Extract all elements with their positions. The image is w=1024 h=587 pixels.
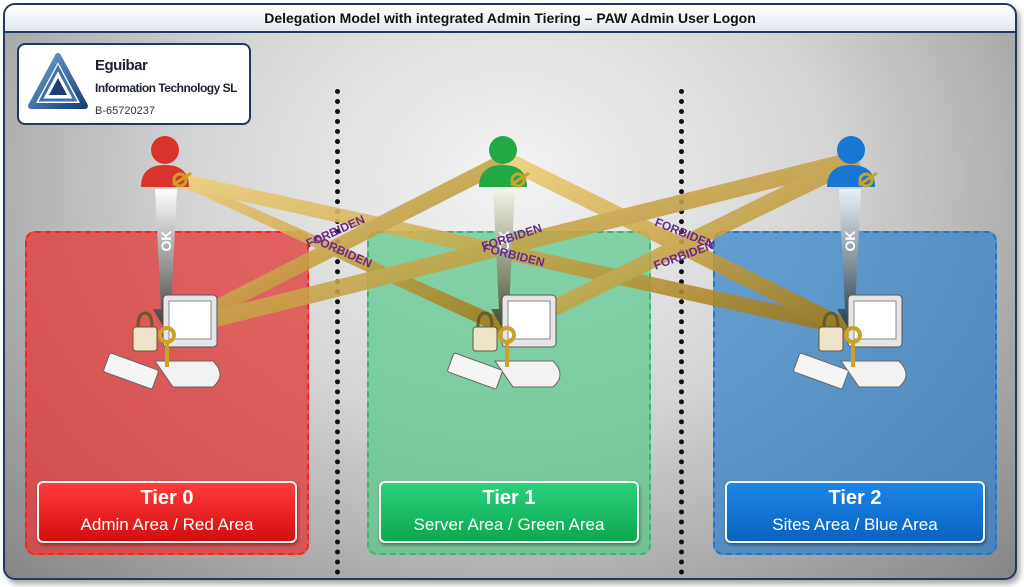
diagram-frame: Delegation Model with integrated Admin T… xyxy=(3,3,1017,580)
tier-0-name: Tier 0 xyxy=(140,487,194,509)
tier-1-area: Server Area / Green Area xyxy=(413,515,605,534)
arrow-green-to-tier0 xyxy=(177,151,515,331)
ok-arrow-tier2 xyxy=(837,189,863,331)
admin-user-green-icon xyxy=(479,136,530,188)
ok-label-tier1: OK xyxy=(496,231,512,252)
paw-computer-tier2-icon xyxy=(793,294,907,390)
tier-2-zone: Tier 2 Sites Area / Blue Area xyxy=(713,231,997,555)
arrow-blue-to-tier1 xyxy=(509,151,861,335)
tier-2-name: Tier 2 xyxy=(828,487,882,509)
logo-emblem-icon xyxy=(28,53,88,109)
company-logo: Eguibar Information Technology SL B-6572… xyxy=(17,43,251,125)
tier-divider-left xyxy=(335,89,340,575)
ok-label-tier2: OK xyxy=(842,231,858,252)
ok-arrow-tier1 xyxy=(491,189,517,331)
tier-0-label: Tier 0 Admin Area / Red Area xyxy=(37,481,297,543)
admin-user-red-icon xyxy=(141,136,192,188)
forbidden-arrows xyxy=(170,151,861,337)
tier-divider-right xyxy=(679,89,684,575)
logo-company-subtitle: Information Technology SL xyxy=(95,81,237,95)
admin-user-blue-icon xyxy=(827,136,878,188)
ok-arrow-tier0 xyxy=(153,189,179,331)
arrow-blue-to-tier0 xyxy=(179,151,859,335)
paw-computer-tier1-icon xyxy=(447,294,561,390)
logo-company-name: Eguibar xyxy=(95,57,148,74)
logo-company-code: B-65720237 xyxy=(95,105,155,117)
arrow-red-to-tier1 xyxy=(170,171,513,335)
tier-1-label: Tier 1 Server Area / Green Area xyxy=(379,481,639,543)
tier-2-area: Sites Area / Blue Area xyxy=(772,515,938,534)
tier-1-name: Tier 1 xyxy=(482,487,536,509)
diagram-title: Delegation Model with integrated Admin T… xyxy=(5,5,1015,33)
ok-label-tier0: OK xyxy=(158,231,174,252)
tier-0-area: Admin Area / Red Area xyxy=(80,515,254,534)
tier-2-label: Tier 2 Sites Area / Blue Area xyxy=(725,481,985,543)
logon-arrows-overlay: OK OK OK FORBIDEN FORBIDEN FORBIDEN FORB… xyxy=(103,136,907,390)
paw-computer-tier0-icon xyxy=(103,294,221,390)
